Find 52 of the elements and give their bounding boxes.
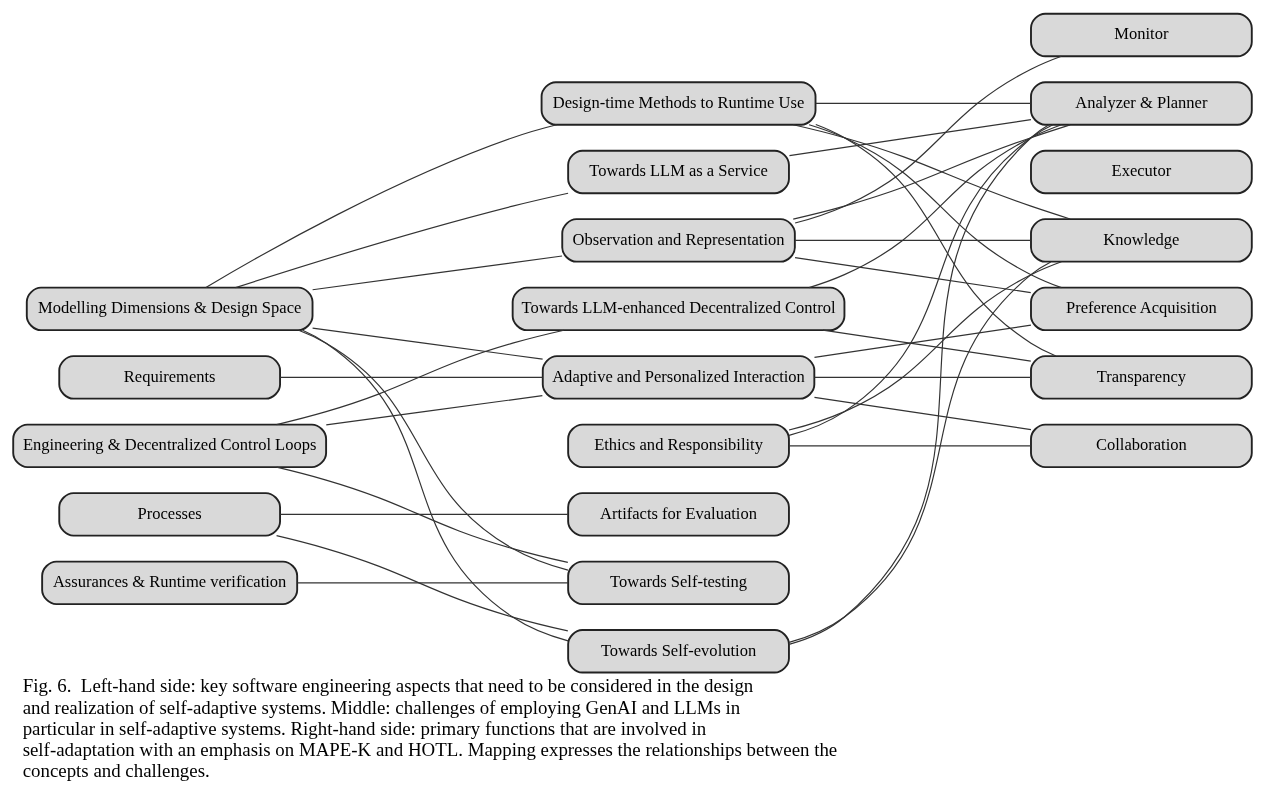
node-box: Design-time Methods to Runtime Use [540, 80, 817, 126]
connector [235, 192, 569, 288]
connector [205, 123, 558, 288]
connector [296, 581, 569, 583]
connector [788, 123, 1050, 645]
connector [788, 260, 1052, 643]
node-box: Assurances & Runtime verification [41, 560, 299, 605]
node-box: Engineering & Decentralized Control Loops [12, 423, 328, 468]
connector [788, 260, 1062, 431]
node-box: Analyzer & Planner [1030, 80, 1253, 126]
node-box: Ethics and Responsibility [567, 423, 790, 468]
node-box: Transparency [1030, 354, 1253, 400]
node-box: Artifacts for Evaluation [567, 491, 790, 537]
node-box: Observation and Representation [561, 217, 796, 263]
node-box: Towards Self-testing [567, 560, 790, 605]
connector [794, 256, 1032, 293]
node-box: Preference Acquisition [1030, 286, 1253, 331]
caption: Fig. 6. Left-hand side: key software engineering aspects that need to be considered in the design and realization of self-adaptive systems. Middle: challenges of employing GenAI and LLMs in particular in self-adaptive systems. Right-hand side: primary functions that are involved in self-adaptation with an emphasis on MAPE-K and HOTL. Mapping expresses the relationships between the concepts and challenges. [22, 674, 838, 781]
connector [813, 324, 1032, 358]
connector [813, 376, 1032, 378]
connector [794, 55, 1062, 224]
connector [815, 123, 1057, 357]
node-box: Towards LLM-enhanced Decentralized Control [511, 286, 846, 331]
node-box: Executor [1030, 149, 1253, 194]
connector [808, 123, 1062, 288]
connector [279, 513, 569, 515]
node-box: Collaboration [1030, 423, 1253, 468]
connector [312, 327, 544, 360]
node-box: Towards Self-evolution [567, 628, 790, 673]
node-box: Towards LLM as a Service [567, 149, 790, 194]
connector [279, 376, 544, 378]
node-box: Modelling Dimensions & Design Space [25, 286, 314, 331]
connector [325, 394, 543, 425]
connector [275, 329, 565, 425]
connector [788, 444, 1032, 446]
node-box: Monitor [1030, 12, 1253, 57]
node-box: Knowledge [1030, 217, 1253, 263]
connector [302, 329, 569, 641]
node-box: Requirements [58, 354, 281, 400]
connector [822, 329, 1032, 362]
connector [794, 239, 1032, 241]
node-box: Adaptive and Personalized Interaction [541, 354, 816, 400]
connector [275, 534, 569, 631]
connector [792, 123, 1071, 220]
connector [275, 466, 569, 563]
connector [813, 396, 1032, 430]
connector [788, 118, 1032, 156]
connector [298, 329, 569, 571]
connector [815, 102, 1032, 104]
connector [312, 254, 563, 290]
node-box: Processes [58, 491, 281, 537]
connector [788, 123, 1054, 436]
